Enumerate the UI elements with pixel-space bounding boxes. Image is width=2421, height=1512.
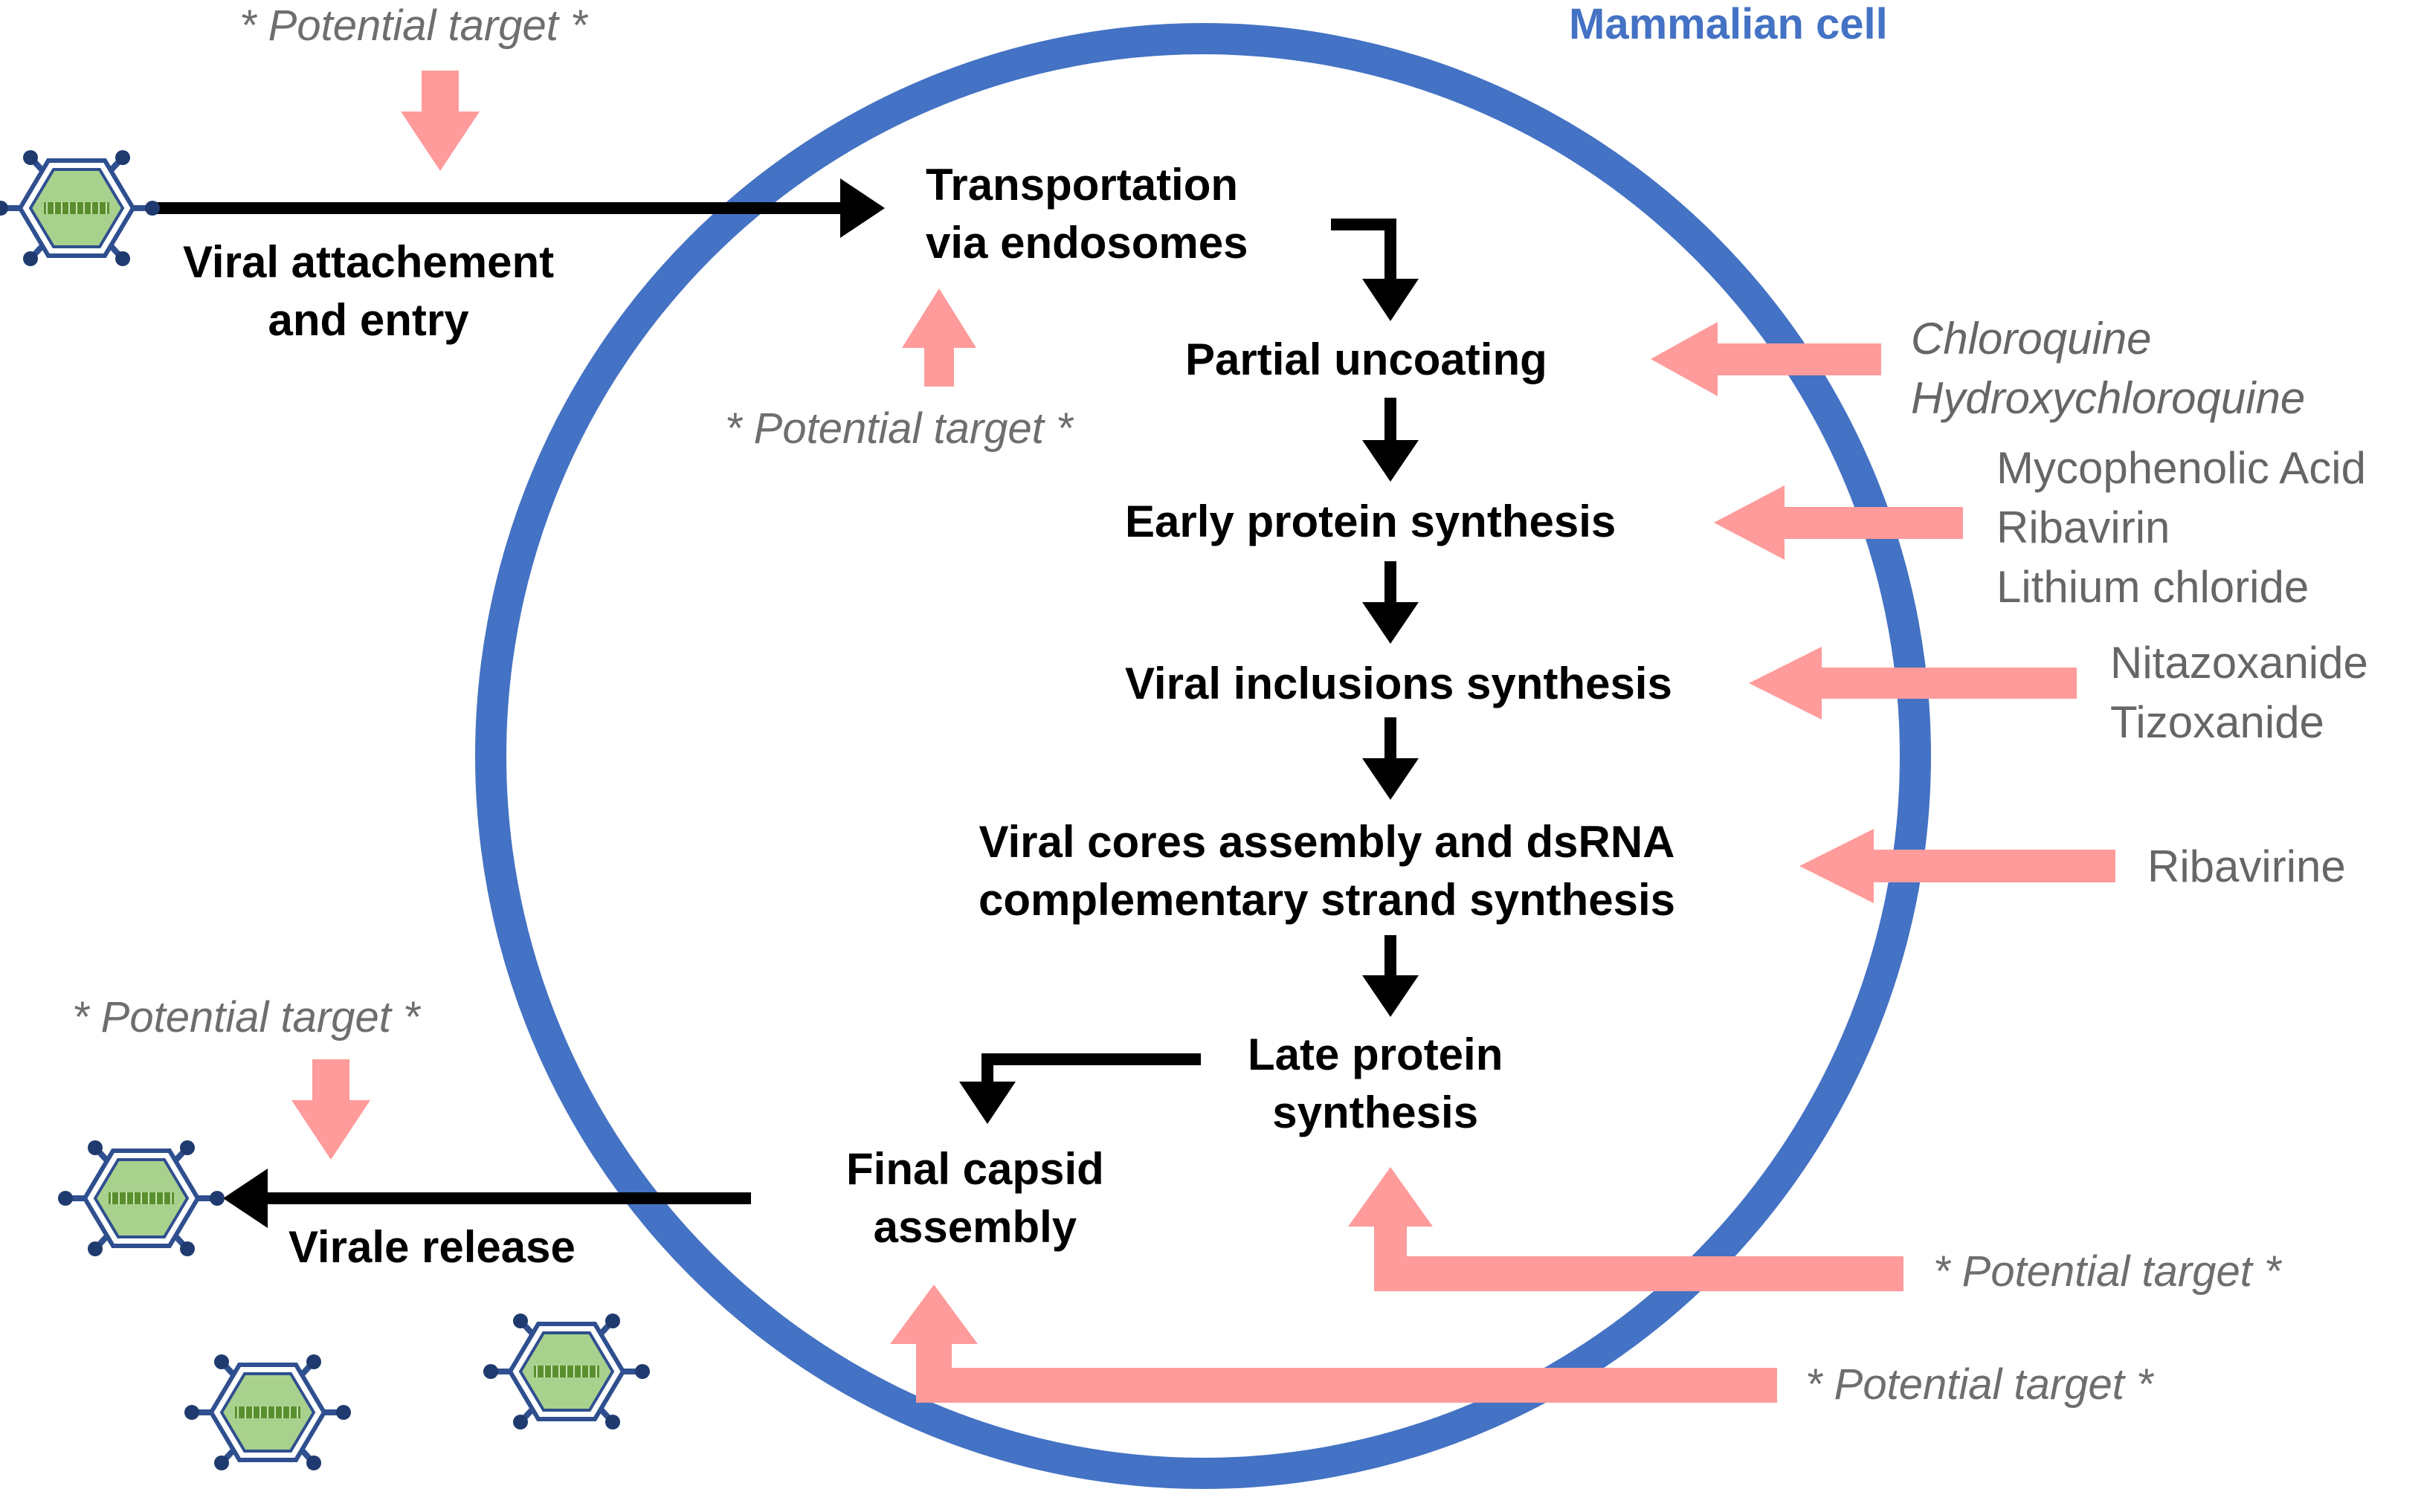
release-target-arrow <box>291 1059 370 1160</box>
cores-drug-arrow <box>1799 829 2115 903</box>
transport-target-arrow <box>902 288 976 387</box>
step-cores: Viral cores assembly and dsRNA complemen… <box>979 813 1675 929</box>
drug-mycophenolic-acid: Mycophenolic Acid <box>1996 443 2366 493</box>
step-late-line1: Late protein <box>1248 1030 1503 1079</box>
cores-to-late-arrow <box>1362 935 1419 1017</box>
drug-hydroxychloroquine: Hydroxychloroquine <box>1911 373 2306 423</box>
step-entry-line2: and entry <box>268 295 469 345</box>
step-entry-line1: Viral attachement <box>183 237 555 287</box>
drug-ribavirin: Ribavirin <box>1996 503 2170 552</box>
entry-target-arrow <box>401 71 480 171</box>
inhibitor-arrows <box>291 71 2115 1403</box>
step-inclusions: Viral inclusions synthesis <box>1125 659 1672 708</box>
virus-icon <box>184 1354 351 1470</box>
virus-icon <box>483 1314 650 1429</box>
flow-arrows <box>152 178 1419 1228</box>
entry-arrow <box>152 178 885 238</box>
drugs-early: Mycophenolic Acid Ribavirin Lithium chlo… <box>1996 439 2366 617</box>
step-uncoating: Partial uncoating <box>1185 335 1547 384</box>
potential-target-release: * Potential target * <box>72 993 420 1041</box>
step-cores-line2: complementary strand synthesis <box>979 875 1676 925</box>
virus-icon <box>0 150 160 266</box>
virus-icon <box>58 1140 225 1256</box>
capsid-target-arrow <box>890 1285 1777 1403</box>
step-transport-line2: via endosomes <box>926 218 1248 268</box>
step-entry: Viral attachement and entry <box>183 233 554 349</box>
release-arrow <box>223 1169 751 1228</box>
drug-ribavirine: Ribavirine <box>2147 841 2346 891</box>
uncoating-to-early-arrow <box>1362 398 1419 482</box>
step-transport: Transportation via endosomes <box>926 156 1248 272</box>
step-early-protein: Early protein synthesis <box>1125 497 1616 546</box>
drugs-uncoating: Chloroquine Hydroxychloroquine <box>1911 309 2305 428</box>
inclusions-drug-arrow <box>1749 647 2077 720</box>
drug-nitazoxanide: Nitazoxanide <box>2110 638 2368 688</box>
drug-tizoxanide: Tizoxanide <box>2110 697 2324 747</box>
step-capsid-line2: assembly <box>873 1202 1077 1252</box>
potential-target-transport: * Potential target * <box>725 404 1073 453</box>
cell-membrane <box>475 23 1931 1489</box>
cell-title: Mammalian cell <box>1569 0 1888 48</box>
potential-target-entry: * Potential target * <box>239 1 587 50</box>
step-capsid: Final capsid assembly <box>846 1140 1104 1256</box>
drugs-inclusions: Nitazoxanide Tizoxanide <box>2110 633 2368 752</box>
late-to-capsid-arrow <box>959 1053 1201 1124</box>
drug-lithium-chloride: Lithium chloride <box>1996 562 2309 612</box>
early-to-inclusions-arrow <box>1362 561 1419 644</box>
transport-to-uncoating-arrow <box>1331 219 1419 321</box>
step-capsid-line1: Final capsid <box>846 1144 1104 1194</box>
late-target-arrow <box>1348 1167 1903 1291</box>
step-transport-line1: Transportation <box>926 160 1239 210</box>
drugs-cores: Ribavirine <box>2147 837 2346 896</box>
uncoating-drug-arrow <box>1651 322 1881 396</box>
step-late-protein: Late protein synthesis <box>1248 1026 1503 1142</box>
step-cores-line1: Viral cores assembly and dsRNA <box>979 817 1675 867</box>
step-release: Virale release <box>288 1222 576 1272</box>
drug-chloroquine: Chloroquine <box>1911 314 2152 364</box>
potential-target-capsid: * Potential target * <box>1805 1360 2153 1409</box>
inclusions-to-cores-arrow <box>1362 717 1419 800</box>
potential-target-late: * Potential target * <box>1933 1247 2281 1296</box>
early-drug-arrow <box>1714 485 1963 560</box>
step-late-line2: synthesis <box>1272 1088 1479 1137</box>
